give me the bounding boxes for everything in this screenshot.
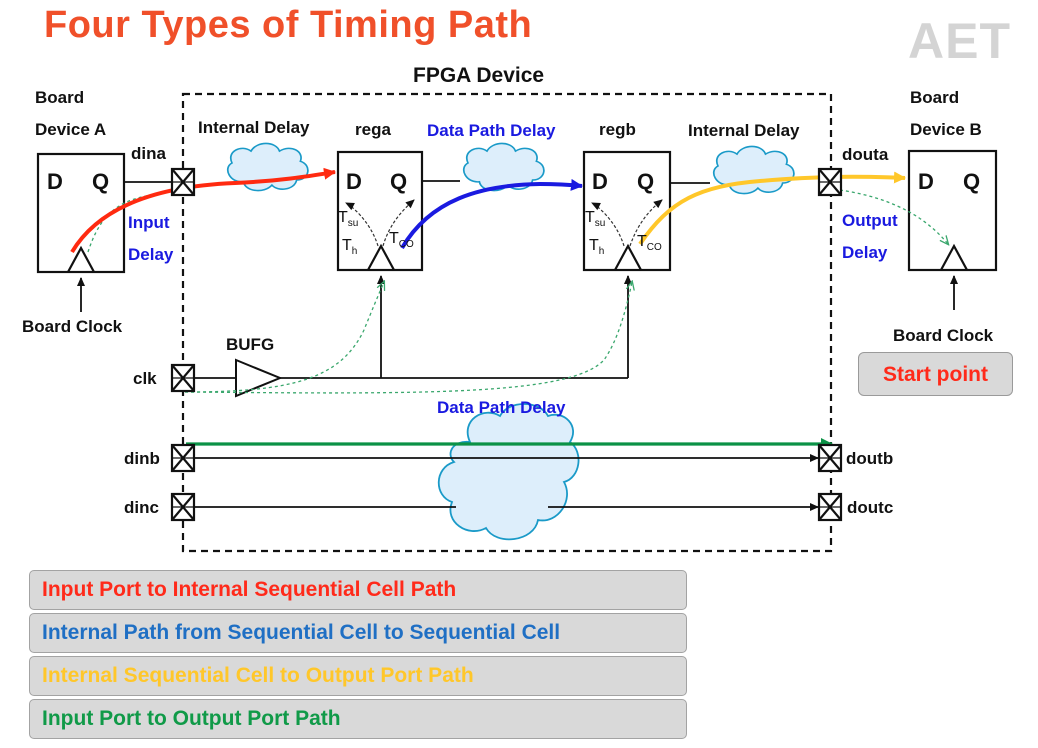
svg-text:D: D: [47, 169, 63, 194]
legend-item-green: Input Port to Output Port Path: [29, 699, 687, 739]
legend-item-yellow: Internal Sequential Cell to Output Port …: [29, 656, 687, 696]
start-point-label: Start point: [883, 363, 988, 386]
port-doutb: [817, 443, 843, 473]
reg-b-label: regb: [599, 120, 636, 139]
svg-text:Q: Q: [963, 169, 980, 194]
internal-delay-right-label: Internal Delay: [688, 121, 800, 140]
reg-a: D Q: [336, 150, 424, 272]
port-dina-label: dina: [131, 144, 166, 163]
port-doutc-label: doutc: [847, 498, 893, 517]
logo: AET: [908, 13, 1011, 69]
port-dinb-label: dinb: [124, 449, 160, 468]
rega-timing-labels: Tsu Th TCO: [338, 209, 414, 257]
legend-label: Internal Path from Sequential Cell to Se…: [42, 621, 561, 644]
data-path-delay-top-label: Data Path Delay: [427, 121, 556, 140]
port-doutb-label: doutb: [846, 449, 893, 468]
port-dinb: [170, 443, 196, 473]
legend-label: Input Port to Internal Sequential Cell P…: [42, 578, 457, 601]
svg-text:Q: Q: [637, 169, 654, 194]
slide-title: Four Types of Timing Path: [44, 4, 533, 46]
internal-delay-left-label: Internal Delay: [198, 118, 310, 137]
port-dinc-label: dinc: [124, 498, 159, 517]
board-b-label-2: Device B: [910, 120, 982, 139]
board-device-b: D Q: [907, 149, 998, 272]
board-a-label-1: Board: [35, 88, 84, 107]
red-timing-path: [70, 167, 336, 254]
port-douta-label: douta: [842, 145, 889, 164]
port-dina: [170, 167, 196, 197]
port-dinc: [170, 492, 196, 522]
legend-item-blue: Internal Path from Sequential Cell to Se…: [29, 613, 687, 653]
blue-timing-path: [400, 178, 583, 250]
fpga-device-label: FPGA Device: [413, 64, 544, 87]
svg-text:D: D: [346, 169, 362, 194]
svg-text:Q: Q: [390, 169, 407, 194]
legend-label: Internal Sequential Cell to Output Port …: [42, 664, 474, 687]
input-delay-label-2: Delay: [128, 245, 174, 264]
data-path-delay-bottom-label: Data Path Delay: [437, 398, 566, 417]
fpga-boundary: [181, 92, 833, 553]
board-b-label-1: Board: [910, 88, 959, 107]
board-clock-left-label: Board Clock: [22, 317, 123, 336]
reg-b: D Q: [582, 150, 672, 272]
svg-text:Tsu: Tsu: [585, 209, 605, 229]
board-a-label-2: Device A: [35, 120, 106, 139]
regb-timing-labels: Tsu Th TCO: [585, 209, 662, 257]
port-clk: [170, 363, 196, 393]
svg-text:Th: Th: [589, 237, 604, 257]
bufg-buffer: [235, 358, 283, 398]
yellow-timing-path: [638, 171, 906, 246]
svg-text:Tsu: Tsu: [338, 209, 358, 229]
svg-text:TCO: TCO: [637, 233, 662, 253]
legend-label: Input Port to Output Port Path: [42, 707, 341, 730]
port-doutc: [817, 492, 843, 522]
input-delay-label-1: Input: [128, 213, 170, 232]
cloud-data-path-bottom: [437, 403, 580, 541]
start-point-button[interactable]: Start point: [858, 352, 1013, 396]
output-delay-label-2: Delay: [842, 243, 888, 262]
board-clock-right-label: Board Clock: [893, 326, 994, 345]
legend-item-red: Input Port to Internal Sequential Cell P…: [29, 570, 687, 610]
svg-text:Q: Q: [92, 169, 109, 194]
bufg-label: BUFG: [226, 335, 274, 354]
svg-text:TCO: TCO: [389, 230, 414, 250]
output-delay-label-1: Output: [842, 211, 898, 230]
svg-text:Th: Th: [342, 237, 357, 257]
reg-a-label: rega: [355, 120, 391, 139]
svg-text:D: D: [918, 169, 934, 194]
svg-text:D: D: [592, 169, 608, 194]
port-douta: [817, 167, 843, 197]
port-clk-label: clk: [133, 369, 157, 388]
